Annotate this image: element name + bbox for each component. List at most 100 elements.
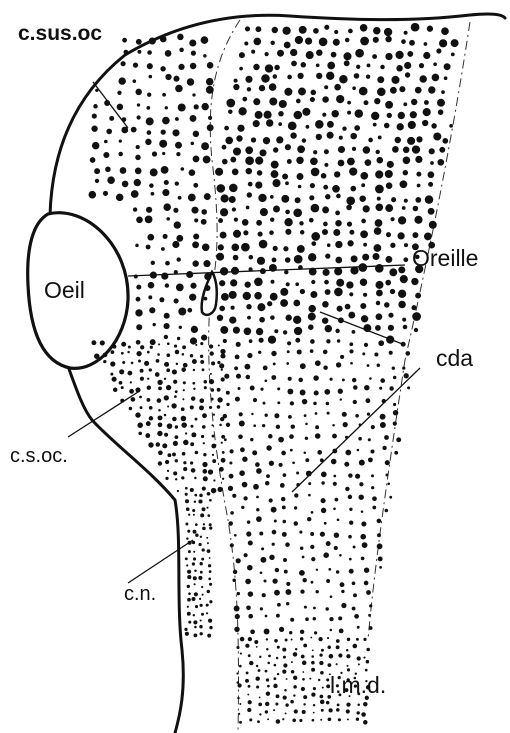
cell-dot bbox=[334, 546, 338, 550]
cell-dot bbox=[276, 136, 283, 143]
cell-dot bbox=[439, 147, 445, 153]
cell-dot bbox=[277, 401, 280, 404]
cell-dot bbox=[193, 576, 197, 580]
cell-dot bbox=[164, 395, 169, 400]
cell-dot bbox=[346, 649, 348, 651]
cell-dot bbox=[230, 511, 234, 515]
cell-dot bbox=[285, 712, 287, 714]
cell-dot bbox=[285, 703, 288, 706]
cell-dot bbox=[299, 221, 303, 225]
cell-dot bbox=[325, 325, 332, 332]
cell-dot bbox=[361, 183, 365, 187]
cell-dot bbox=[121, 342, 126, 347]
cell-dot bbox=[286, 315, 292, 321]
cell-dot bbox=[277, 673, 279, 675]
cell-dot bbox=[253, 424, 256, 427]
cell-dot bbox=[325, 607, 328, 610]
cell-dot bbox=[193, 155, 200, 162]
cell-dot bbox=[181, 167, 185, 171]
cell-dot bbox=[248, 614, 253, 619]
cell-dot bbox=[88, 191, 96, 199]
cell-dot bbox=[186, 564, 188, 566]
cell-dot bbox=[347, 638, 350, 641]
cell-dot bbox=[296, 472, 299, 475]
cell-dot bbox=[402, 366, 405, 369]
cell-dot bbox=[380, 414, 386, 420]
cell-dot bbox=[299, 26, 307, 34]
cell-dot bbox=[348, 312, 355, 319]
cell-dot bbox=[353, 400, 357, 404]
cell-dot bbox=[193, 183, 198, 188]
cell-dot bbox=[236, 135, 242, 141]
cell-dot bbox=[134, 179, 141, 186]
cell-dot bbox=[316, 63, 320, 67]
cell-dot bbox=[201, 586, 203, 588]
cell-dot bbox=[284, 270, 288, 274]
cell-dot bbox=[311, 557, 315, 561]
cell-dot bbox=[110, 373, 113, 376]
cell-dot bbox=[300, 363, 306, 369]
cell-dot bbox=[269, 230, 274, 235]
cell-dot bbox=[328, 717, 332, 721]
cell-dot bbox=[234, 534, 237, 537]
cell-dot bbox=[258, 669, 261, 672]
cell-dot bbox=[321, 173, 327, 179]
cell-dot bbox=[192, 509, 195, 512]
cell-dot bbox=[247, 565, 253, 571]
cell-dot bbox=[136, 216, 143, 223]
cell-dot bbox=[415, 87, 422, 94]
cell-dot bbox=[163, 203, 171, 211]
cell-dot bbox=[238, 435, 243, 440]
cell-dot bbox=[342, 412, 347, 417]
cell-dot bbox=[175, 435, 179, 439]
cell-dot bbox=[201, 103, 208, 110]
cell-dot bbox=[269, 498, 273, 502]
cell-dot bbox=[299, 570, 305, 576]
cell-dot bbox=[268, 336, 276, 344]
cell-dot bbox=[327, 62, 335, 70]
cell-dot bbox=[339, 136, 343, 140]
cell-dot bbox=[385, 460, 390, 465]
cell-dot bbox=[371, 112, 379, 120]
cell-dot bbox=[335, 257, 342, 264]
cell-dot bbox=[362, 254, 369, 261]
cell-dot bbox=[326, 402, 330, 406]
cell-dot bbox=[308, 494, 311, 497]
cell-dot bbox=[183, 467, 187, 471]
cell-dot bbox=[174, 345, 177, 348]
cell-dot bbox=[295, 197, 301, 203]
cell-dot bbox=[251, 137, 256, 142]
cell-dot bbox=[157, 431, 162, 436]
cell-dot bbox=[312, 649, 314, 651]
cell-dot bbox=[273, 74, 277, 78]
cell-dot bbox=[258, 703, 262, 707]
cell-dot bbox=[119, 381, 123, 385]
cell-dot bbox=[375, 219, 383, 227]
cell-dot bbox=[194, 592, 198, 596]
cell-dot bbox=[183, 440, 189, 446]
cell-dot bbox=[242, 456, 247, 461]
cell-dot bbox=[292, 718, 296, 722]
cell-dot bbox=[192, 597, 196, 601]
cell-dot bbox=[259, 656, 261, 658]
cell-dot bbox=[190, 442, 194, 446]
cell-dot bbox=[209, 523, 212, 526]
cell-dot bbox=[317, 450, 322, 455]
cell-dot bbox=[285, 181, 289, 185]
cell-dot bbox=[360, 534, 366, 540]
cell-dot bbox=[360, 303, 366, 309]
cell-dot bbox=[232, 169, 239, 176]
cell-dot bbox=[271, 170, 279, 178]
cell-dot bbox=[256, 468, 262, 474]
cell-dot bbox=[322, 317, 328, 323]
cell-dot bbox=[244, 553, 248, 557]
cell-dot bbox=[271, 351, 276, 356]
cell-dot bbox=[325, 289, 331, 295]
cell-dot bbox=[402, 206, 406, 210]
cell-dot bbox=[388, 313, 393, 318]
cell-dot bbox=[326, 541, 331, 546]
cell-dot bbox=[274, 413, 279, 418]
cell-dot bbox=[234, 79, 238, 83]
cell-dot bbox=[136, 297, 141, 302]
cell-dot bbox=[295, 338, 300, 343]
